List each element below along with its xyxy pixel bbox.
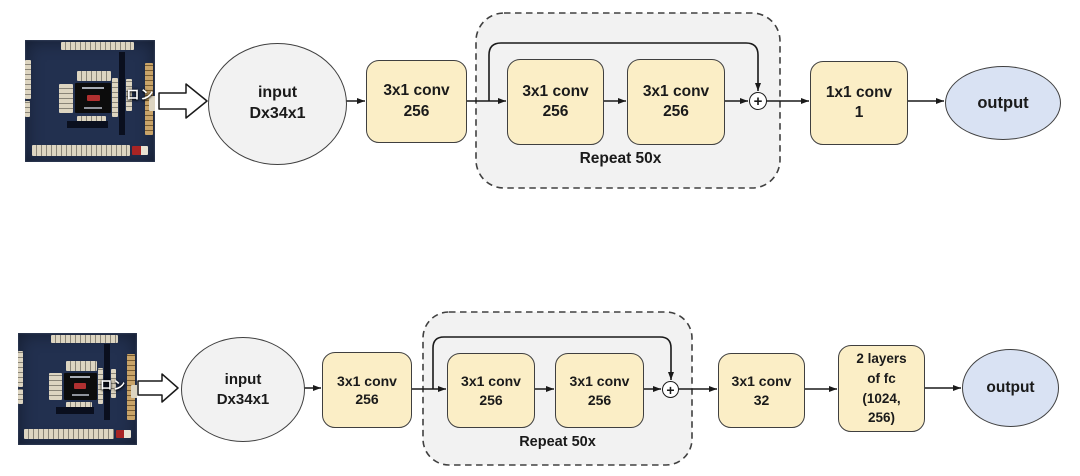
tile-row (61, 42, 135, 51)
tile-row (51, 335, 118, 343)
discard-tiles (126, 79, 133, 111)
tile-column (18, 350, 24, 387)
input-label: input (257, 84, 298, 102)
tile-column (18, 389, 23, 404)
score-panel (63, 372, 98, 401)
badge (115, 429, 132, 439)
input-label: input (224, 371, 262, 388)
repeat-label: Repeat 50x (519, 434, 596, 450)
fc-layer: 2 layers of fc (1024, 256) (838, 345, 925, 432)
conv-layer: 3x1 conv 256 (366, 60, 467, 143)
conv-layer: 3x1 conv 32 (718, 353, 805, 428)
input-shape: Dx34x1 (216, 390, 270, 408)
discard-tiles (97, 367, 104, 404)
residual-conv-layer: 3x1 conv 256 (507, 59, 604, 145)
conv-layer: 3x1 conv 256 (322, 352, 412, 428)
residual-conv-layer: 3x1 conv 256 (627, 59, 725, 145)
skip-connection-bottom (432, 336, 674, 389)
discard-tiles (65, 361, 97, 372)
wall-shadow (118, 52, 126, 136)
wall-shadow (66, 120, 109, 128)
output-node: output (962, 349, 1059, 427)
ron-label: ロン (100, 377, 127, 392)
wall-shadow (56, 406, 95, 414)
connectors-top (345, 42, 944, 104)
score-panel (75, 83, 112, 114)
add-icon: + (662, 381, 679, 398)
badge (131, 145, 149, 155)
mahjong-screenshot: ロン (25, 40, 155, 162)
hand-tiles (31, 144, 131, 156)
discard-tiles (48, 373, 63, 401)
tile-column (25, 101, 31, 117)
discard-tiles (112, 77, 118, 117)
mahjong-screenshot: ロン (18, 333, 137, 445)
residual-conv-layer: 3x1 conv 256 (447, 353, 535, 428)
discard-tiles (77, 115, 106, 126)
flow-arrow-icon (137, 373, 179, 403)
connectors-bottom (303, 336, 961, 392)
discard-tiles (58, 83, 74, 114)
input-shape: Dx34x1 (249, 105, 306, 122)
flow-arrow-icon (158, 83, 208, 119)
input-node: input Dx34x1 (208, 43, 347, 165)
tile-column (25, 59, 31, 99)
add-icon: + (749, 92, 767, 110)
wall-shadow (103, 344, 110, 421)
ron-label: ロン (126, 86, 155, 102)
called-tile (148, 96, 155, 111)
residual-conv-layer: 3x1 conv 256 (555, 353, 644, 428)
discard-tiles (77, 70, 111, 82)
output-node: output (945, 66, 1061, 140)
called-tile (131, 384, 137, 398)
conv-layer: 1x1 conv 1 (810, 61, 908, 145)
repeat-label: Repeat 50x (579, 150, 662, 167)
skip-connection-top (488, 42, 761, 101)
hand-tiles (23, 429, 115, 440)
discard-tiles (110, 368, 117, 398)
input-node: input Dx34x1 (181, 337, 305, 442)
